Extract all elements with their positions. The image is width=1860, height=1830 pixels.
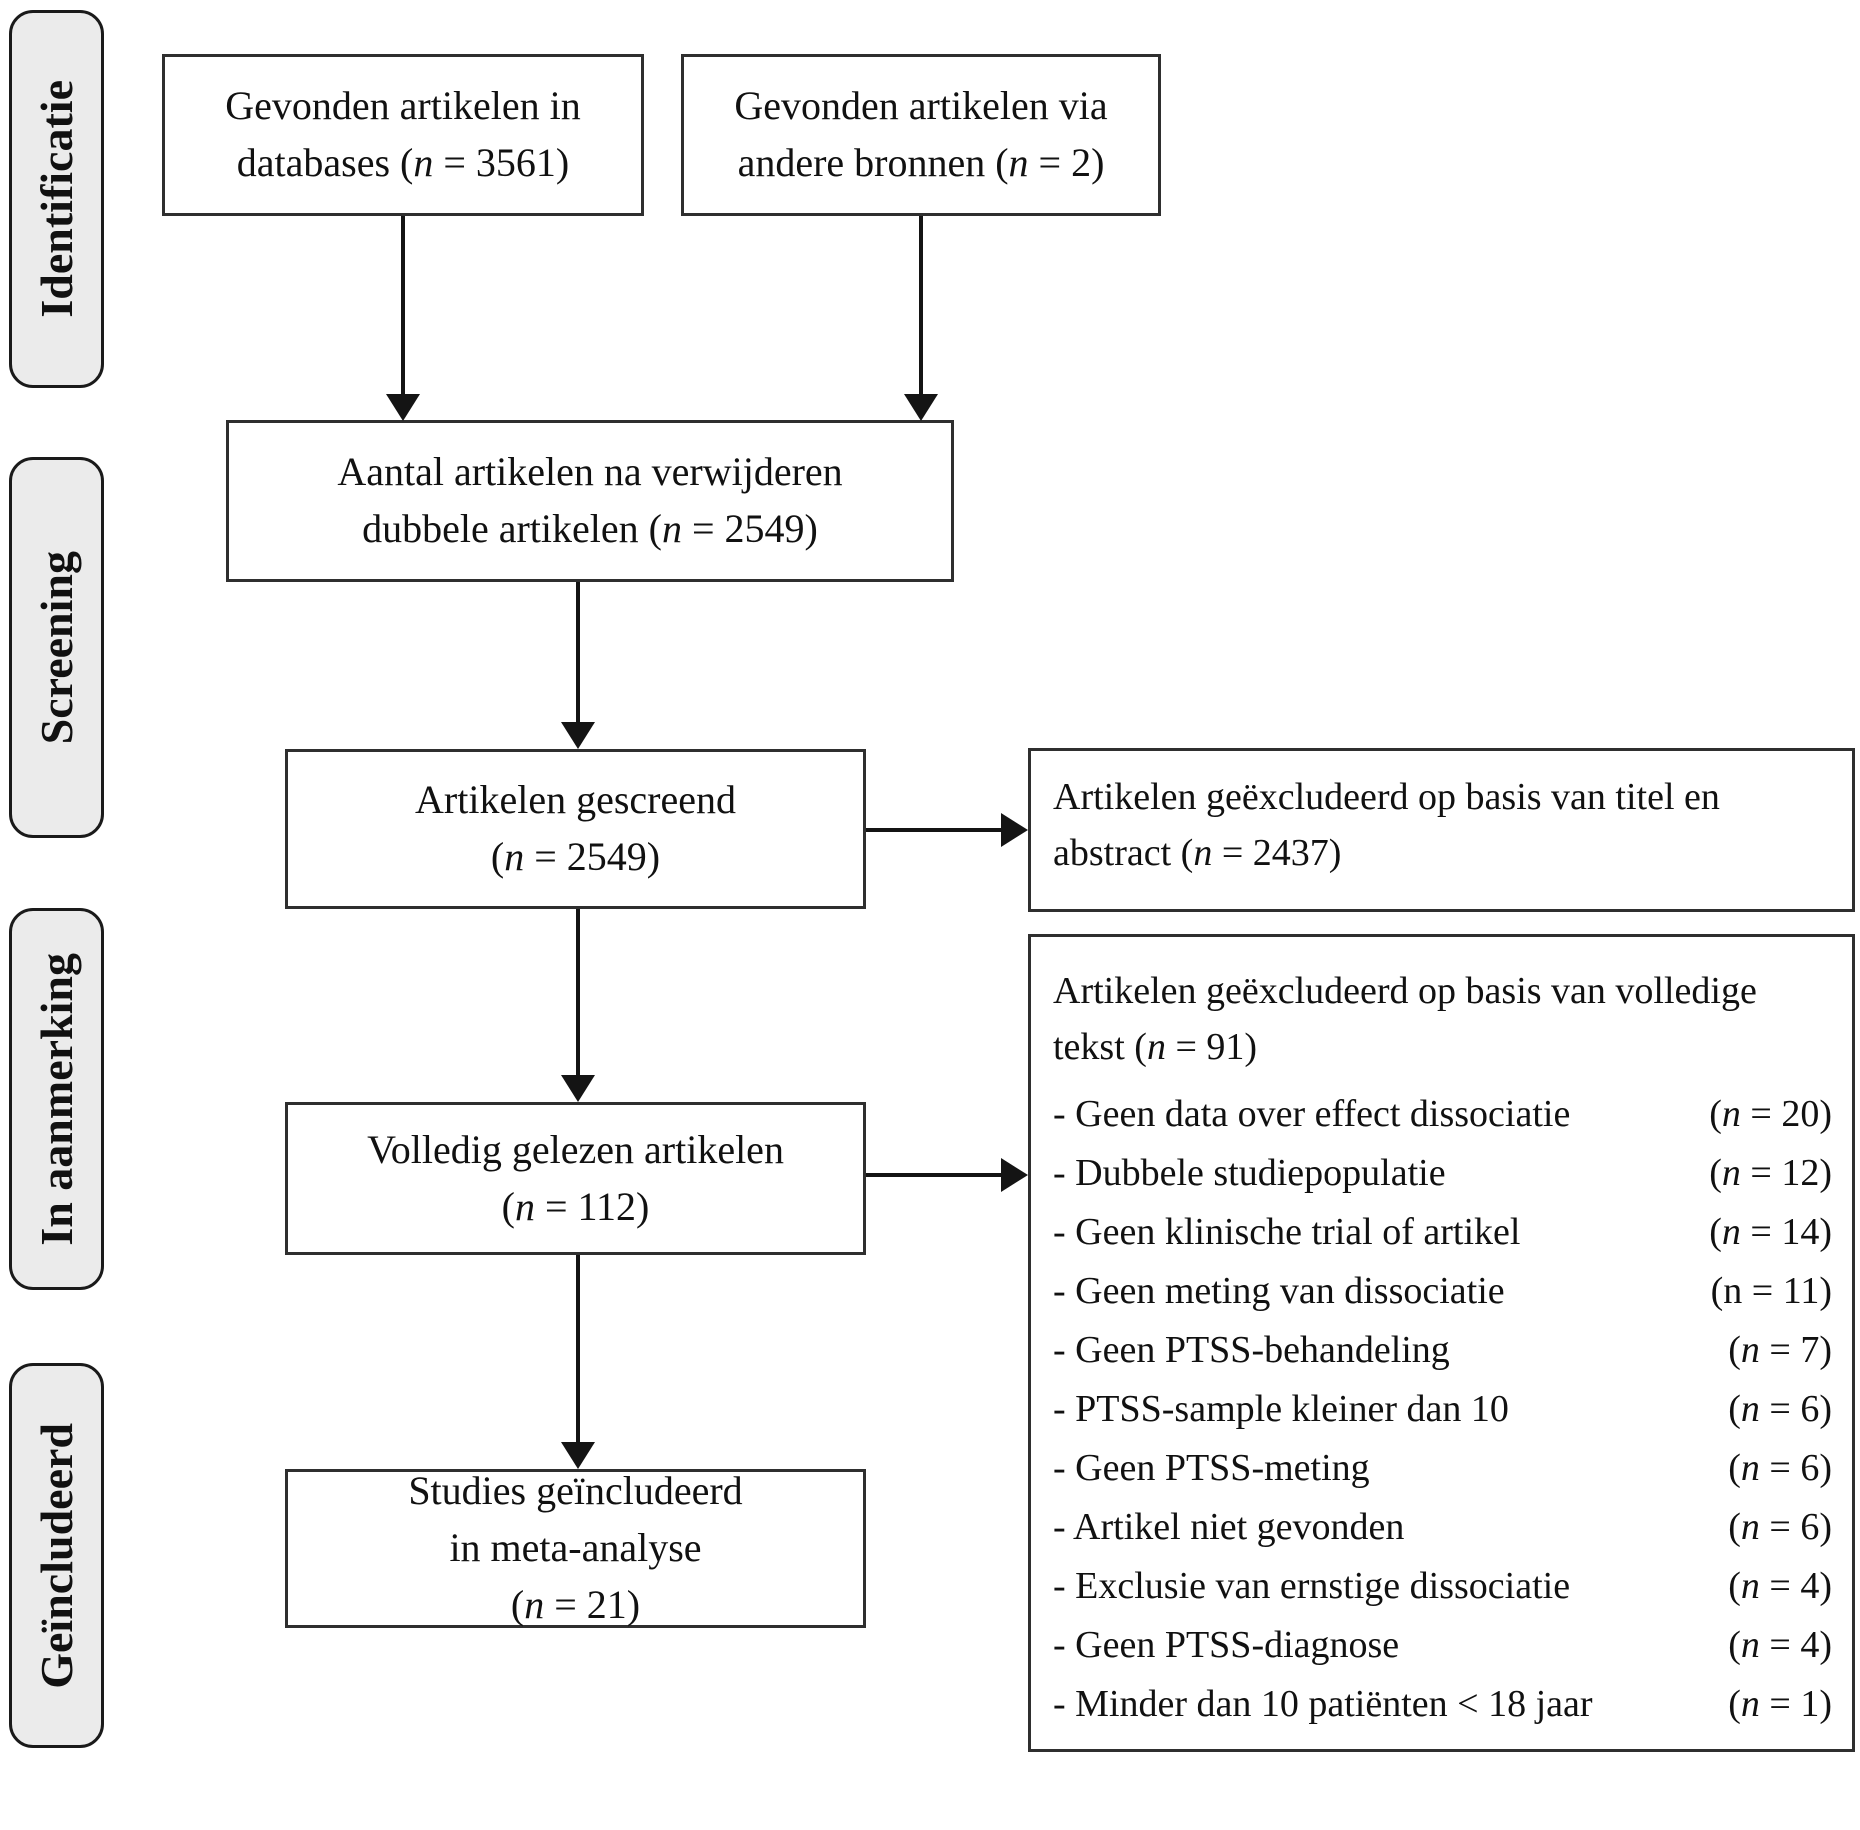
stage-identificatie: Identificatie [9,10,104,388]
box-full-text-read-text: Volledig gelezen artikelen(n = 112) [367,1126,784,1229]
arrow-other-to-dedup-head [904,394,938,421]
arrow-fullread-to-included-head [561,1442,595,1469]
box-excluded-fulltext-title: Artikelen geëxcludeerd op basis van voll… [1053,970,1757,1069]
exclusion-item: - Geen PTSS-diagnose (n = 4) [1053,1625,1834,1665]
exclusion-item: - Geen klinische trial of artikel (n = 14… [1053,1212,1834,1252]
stage-identificatie-label: Identificatie [31,80,82,318]
box-full-text-read: Volledig gelezen artikelen(n = 112) [285,1102,866,1255]
box-excluded-title-abstract-text: Artikelen geëxcludeerd op basis van tite… [1053,776,1720,875]
exclusion-item-count: (n = 1) [1728,1683,1832,1726]
arrow-screened-to-fullread-head [561,1075,595,1102]
exclusion-item-count: (n = 6) [1728,1506,1832,1549]
exclusion-item: - Geen PTSS-behandeling (n = 7) [1053,1330,1834,1370]
box-excluded-title-abstract: Artikelen geëxcludeerd op basis van tite… [1028,748,1855,912]
exclusion-item-count: (n = 6) [1728,1388,1832,1431]
box-excluded-fulltext: Artikelen geëxcludeerd op basis van voll… [1028,934,1855,1752]
exclusion-item-count: (n = 20) [1709,1093,1832,1136]
arrow-screened-to-excluded-line [866,828,1003,832]
arrow-databases-to-dedup-head [386,394,420,421]
arrow-dedup-to-screened-head [561,722,595,749]
stage-in-aanmerking-label: In aanmerking [31,952,82,1246]
exclusion-item-label: - Minder dan 10 patiënten < 18 jaar [1053,1683,1593,1726]
stage-geincludeerd: Geïncludeerd [9,1363,104,1748]
exclusion-item-label: - Geen PTSS-diagnose [1053,1624,1400,1667]
exclusion-item-count: (n = 14) [1709,1211,1832,1254]
exclusion-item-count: (n = 11) [1710,1270,1832,1313]
stage-screening: Screening [9,457,104,838]
arrow-fullread-to-excluded-line [866,1173,1003,1177]
arrow-other-to-dedup-line [919,216,923,396]
arrow-screened-to-excluded-head [1001,813,1028,847]
exclusion-items: - Geen data over effect dissociatie (n = … [1053,1094,1834,1724]
arrow-fullread-to-included-line [576,1255,580,1444]
exclusion-item: - Exclusie van ernstige dissociatie (n = … [1053,1566,1834,1606]
exclusion-item-label: - Geen data over effect dissociatie [1053,1093,1571,1136]
exclusion-item: - Geen data over effect dissociatie (n = … [1053,1094,1834,1134]
exclusion-item-label: - Geen PTSS-meting [1053,1447,1370,1490]
exclusion-item: - Geen PTSS-meting (n = 6) [1053,1448,1834,1488]
arrow-databases-to-dedup-line [401,216,405,396]
exclusion-item-label: - Geen klinische trial of artikel [1053,1211,1521,1254]
exclusion-item: - Dubbele studiepopulatie (n = 12) [1053,1153,1834,1193]
exclusion-item-count: (n = 4) [1728,1565,1832,1608]
exclusion-item-label: - Artikel niet gevonden [1053,1506,1405,1549]
exclusion-item-count: (n = 6) [1728,1447,1832,1490]
exclusion-item-label: - Exclusie van ernstige dissociatie [1053,1565,1571,1608]
exclusion-item-count: (n = 7) [1728,1329,1832,1372]
exclusion-item-count: (n = 4) [1728,1624,1832,1667]
arrow-screened-to-fullread-line [576,909,580,1076]
stage-in-aanmerking: In aanmerking [9,908,104,1290]
exclusion-item: - Minder dan 10 patiënten < 18 jaar (n = … [1053,1684,1834,1724]
exclusion-item: - Geen meting van dissociatie (n = 11) [1053,1271,1834,1311]
exclusion-item: - Artikel niet gevonden (n = 6) [1053,1507,1834,1547]
box-articles-screened-text: Artikelen gescreend(n = 2549) [415,777,736,879]
arrow-dedup-to-screened-line [576,582,580,724]
stage-screening-label: Screening [31,550,82,745]
stage-geincludeerd-label: Geïncludeerd [31,1422,82,1689]
exclusion-item: - PTSS-sample kleiner dan 10 (n = 6) [1053,1389,1834,1429]
exclusion-item-label: - Geen meting van dissociatie [1053,1270,1505,1313]
exclusion-item-count: (n = 12) [1709,1152,1832,1195]
exclusion-item-label: - PTSS-sample kleiner dan 10 [1053,1388,1509,1431]
box-articles-screened: Artikelen gescreend(n = 2549) [285,749,866,909]
exclusion-item-label: - Geen PTSS-behandeling [1053,1329,1450,1372]
exclusion-item-label: - Dubbele studiepopulatie [1053,1152,1446,1195]
arrow-fullread-to-excluded-head [1001,1158,1028,1192]
